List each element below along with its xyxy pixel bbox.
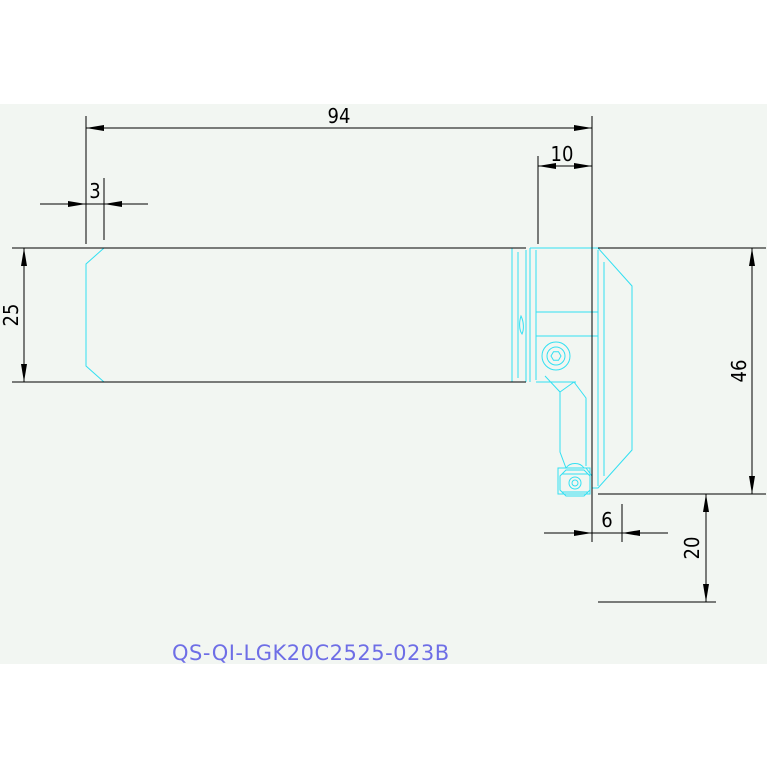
head-outline <box>530 247 633 489</box>
arrow-head <box>574 125 592 131</box>
arrow-head <box>749 476 755 494</box>
arrow-head <box>749 248 755 266</box>
arrow-head <box>703 494 709 512</box>
arrow-head <box>538 163 556 169</box>
arrow-head <box>622 530 640 536</box>
arrow-head <box>574 163 592 169</box>
part-code-label: QS-QI-LGK20C2525-023B <box>172 641 450 665</box>
groove-depth-label: 20 <box>680 537 704 560</box>
overall-length-label: 94 <box>328 104 351 128</box>
clamp-screw-hex <box>550 351 562 361</box>
shank-height-label: 25 <box>0 304 23 327</box>
dimension-insert-width: 6 <box>544 488 668 542</box>
dimension-total-height: 46 <box>598 247 766 495</box>
arrow-head <box>21 364 27 382</box>
clamp-arm-edge <box>559 381 575 393</box>
clamp-arm-inner <box>573 381 587 466</box>
arrow-head <box>574 530 592 536</box>
arrow-head <box>104 201 122 207</box>
clamp-screw-outer <box>541 341 571 371</box>
insert-detail-curve <box>565 463 585 469</box>
clamp-screw-inner <box>546 346 566 366</box>
insert-hole <box>568 476 582 490</box>
insert-width-label: 6 <box>601 508 612 532</box>
slot-mark <box>519 314 524 335</box>
dimension-chamfer: 3 <box>40 178 148 240</box>
dimension-head-length: 10 <box>537 142 592 244</box>
dimension-groove-depth: 20 <box>598 494 716 603</box>
arrow-head <box>86 125 104 131</box>
head-length-label: 10 <box>551 142 574 166</box>
chamfer-label: 3 <box>89 179 100 203</box>
insert-hole-inner <box>571 479 579 487</box>
arrow-head <box>68 201 86 207</box>
drawing-panel <box>0 104 767 664</box>
dimension-shank-height: 25 <box>0 247 526 383</box>
dimension-overall-length: 94 <box>85 104 593 488</box>
arrow-head <box>703 584 709 602</box>
arrow-head <box>21 248 27 266</box>
total-height-label: 46 <box>727 360 751 383</box>
